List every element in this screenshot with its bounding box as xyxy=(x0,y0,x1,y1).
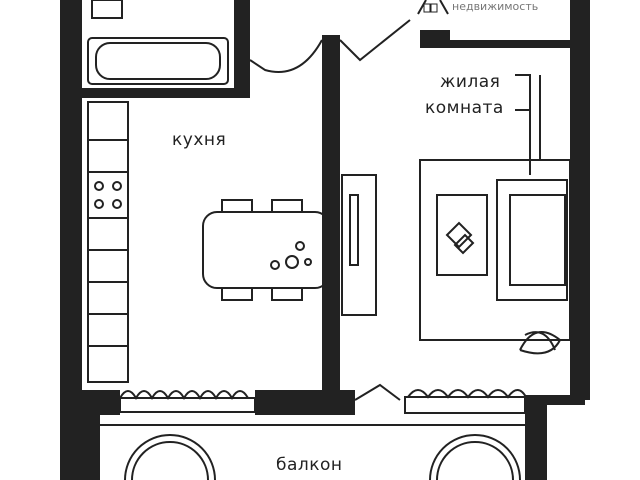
rug xyxy=(419,159,571,341)
wardrobe xyxy=(341,174,377,316)
walls xyxy=(60,0,590,480)
room-label-balcony: балкон xyxy=(276,455,343,475)
corner-wall xyxy=(525,395,585,405)
central-wall xyxy=(322,35,340,400)
bottom-wall-middle xyxy=(255,390,355,415)
stove-burner xyxy=(94,181,104,191)
chairs xyxy=(221,199,303,301)
stove-burner xyxy=(94,199,104,209)
balcony-chair xyxy=(429,434,521,480)
logo-text: недвижимость xyxy=(452,0,539,13)
sofa-seat xyxy=(509,194,566,286)
window-kitchen xyxy=(119,397,256,413)
sofa xyxy=(496,179,568,301)
radiator-kitchen xyxy=(119,390,249,401)
wardrobe-handle xyxy=(349,194,359,266)
room-label-living-2: комната xyxy=(425,98,504,118)
bathtub xyxy=(87,37,229,85)
kitchen-door xyxy=(249,39,323,73)
sink xyxy=(91,0,123,19)
coffee-table xyxy=(436,194,488,276)
stove-burner xyxy=(112,199,122,209)
room-label-kitchen: кухня xyxy=(172,130,227,150)
logo-mark xyxy=(417,0,449,15)
right-outer-wall xyxy=(570,0,590,400)
plant xyxy=(519,331,562,355)
hall-wall xyxy=(420,40,575,48)
balcony-chair xyxy=(124,434,216,480)
radiator-living xyxy=(407,389,527,399)
left-outer-wall xyxy=(60,0,82,480)
room-label-living-1: жилая xyxy=(440,72,501,92)
bottom-wall-left xyxy=(80,390,120,415)
dining-table xyxy=(202,211,330,289)
bathroom-right-wall xyxy=(234,0,250,98)
bathroom-bottom-wall xyxy=(80,88,250,98)
stove-burner xyxy=(112,181,122,191)
balcony-door xyxy=(354,383,401,401)
coffee-table-decor xyxy=(445,221,475,255)
balcony-left-wall xyxy=(80,415,100,480)
kitchen-counter xyxy=(87,101,129,383)
balcony-right-wall xyxy=(525,395,547,480)
window-living xyxy=(404,396,526,414)
bathtub-inner xyxy=(95,42,221,80)
shelf xyxy=(515,74,541,175)
counter-dividers xyxy=(88,139,128,347)
table-decor xyxy=(270,241,312,270)
living-door xyxy=(339,19,411,62)
